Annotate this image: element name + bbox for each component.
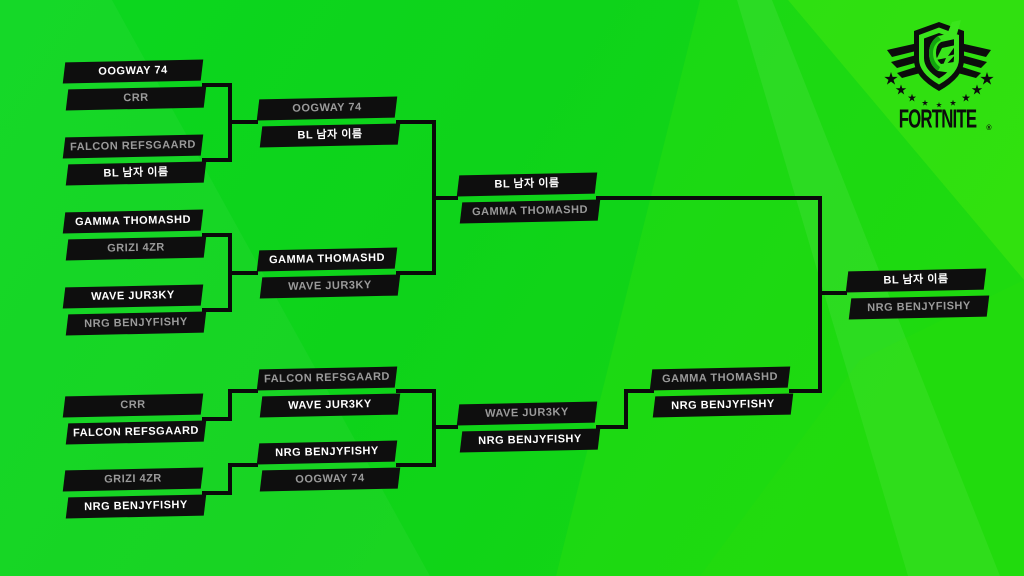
connector-line [202,417,232,421]
player-slot: CRR [67,87,205,111]
connector-line [232,389,258,393]
connector-line [228,463,232,495]
player-slot: WAVE JUR3KY [261,394,399,418]
connector-line [396,271,436,275]
player-slot: GAMMA THOMASHD [461,200,599,224]
connector-line [228,233,232,312]
connector-line [228,389,232,421]
connector-line [628,389,654,393]
player-slot: NRG BENJYFISHY [67,312,205,336]
player-slot: BL 남자 이름 [847,269,985,293]
g-bolt-icon [929,20,961,73]
connector-line [396,120,436,124]
connector-line [596,196,822,200]
player-slot: NRG BENJYFISHY [461,429,599,453]
connector-line [624,389,628,429]
player-slot: NRG BENJYFISHY [258,441,396,465]
player-slot: BL 남자 이름 [67,162,205,186]
connector-line [432,389,436,467]
player-slot: GAMMA THOMASHD [651,367,789,391]
player-slot: GRIZI 4ZR [67,237,205,261]
registered-mark: ® [986,125,991,132]
player-slot: BL 남자 이름 [261,124,399,148]
connector-line [202,83,232,87]
connector-line [202,233,232,237]
player-slot: GRIZI 4ZR [64,468,202,492]
connector-line [202,491,232,495]
player-slot: CRR [64,394,202,418]
connector-line [432,120,436,275]
fncs-logo: FORTNITE ® [884,20,996,138]
connector-line [202,158,232,162]
connector-line [822,291,847,295]
player-slot: GAMMA THOMASHD [258,248,396,272]
player-slot: OOGWAY 74 [258,97,396,121]
fortnite-wordmark: FORTNITE ® [884,105,996,134]
connector-line [596,425,628,429]
connector-line [396,463,436,467]
connector-line [228,83,232,162]
player-slot: FALCON REFSGAARD [67,421,205,445]
fortnite-wordmark-text: FORTNITE [899,105,977,134]
connector-line [232,463,258,467]
connector-line [232,120,258,124]
player-slot: NRG BENJYFISHY [850,296,988,320]
player-slot: NRG BENJYFISHY [654,394,792,418]
connector-line [202,308,232,312]
player-slot: WAVE JUR3KY [261,275,399,299]
player-slot: WAVE JUR3KY [458,402,596,426]
player-slot: OOGWAY 74 [64,60,202,84]
connector-line [789,389,822,393]
player-slot: BL 남자 이름 [458,173,596,197]
connector-line [818,196,822,393]
player-slot: OOGWAY 74 [261,468,399,492]
player-slot: GAMMA THOMASHD [64,210,202,234]
fncs-shield-icon [884,20,994,108]
connector-line [436,196,458,200]
connector-line [436,425,458,429]
player-slot: FALCON REFSGAARD [258,367,396,391]
player-slot: FALCON REFSGAARD [64,135,202,159]
player-slot: NRG BENJYFISHY [67,495,205,519]
connector-line [396,389,436,393]
connector-line [232,271,258,275]
player-slot: WAVE JUR3KY [64,285,202,309]
